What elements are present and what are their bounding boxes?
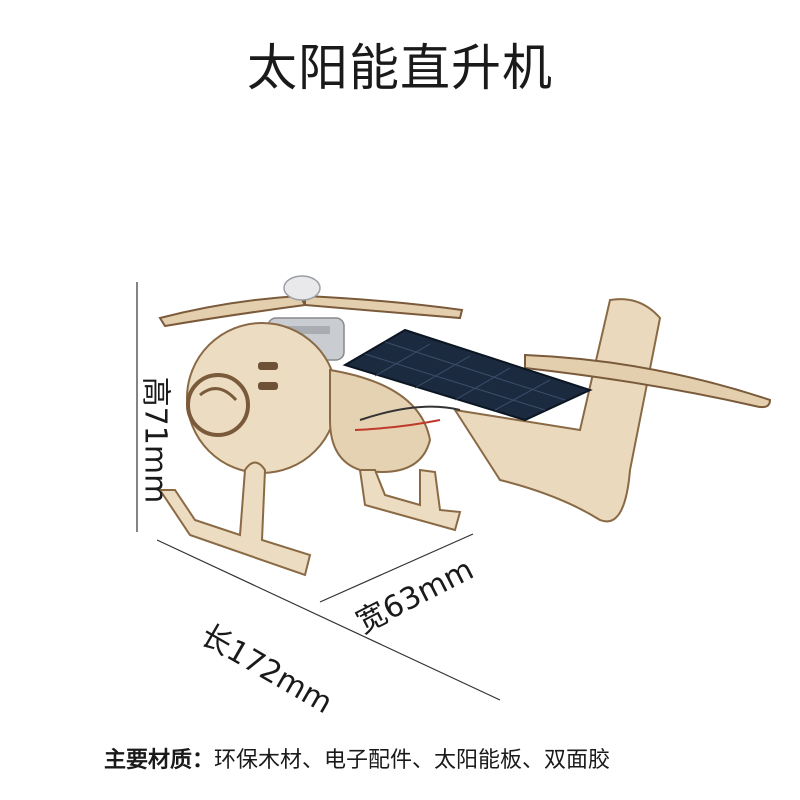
length-dimension-line xyxy=(156,539,501,701)
solar-panel xyxy=(342,328,593,422)
helicopter-tail xyxy=(452,298,772,523)
main-rotor xyxy=(158,275,464,328)
dimension-lines xyxy=(136,282,501,701)
materials-line: 主要材质：环保木材、电子配件、太阳能板、双面胶 xyxy=(104,742,610,774)
page-title: 太阳能直升机 xyxy=(247,39,553,97)
height-label: 高71mm xyxy=(137,376,173,504)
materials-label: 主要材质： xyxy=(104,748,215,773)
width-dimension-line xyxy=(319,533,474,603)
landing-skids xyxy=(158,461,462,577)
materials-text: 环保木材、电子配件、太阳能板、双面胶 xyxy=(214,748,611,773)
helicopter-cabin xyxy=(186,322,461,474)
